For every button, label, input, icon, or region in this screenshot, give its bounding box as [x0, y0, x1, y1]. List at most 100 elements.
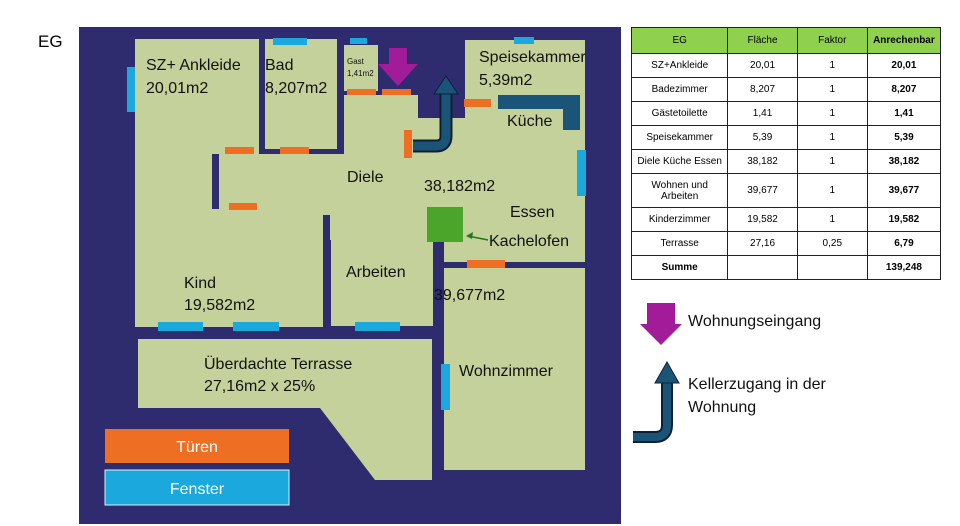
window-wohnzimmer [441, 364, 450, 410]
legend-windows-swatch [104, 469, 290, 506]
floor-label: EG [38, 32, 63, 51]
table-row: Kinderzimmer 19,582 1 19,582 [630, 207, 942, 232]
room-gast [344, 45, 378, 91]
door-sz [225, 147, 254, 154]
room-kind [135, 209, 323, 327]
door-entrance [382, 89, 411, 95]
room-diele-kueche-essen [219, 95, 585, 262]
cell-area: 27,16 [727, 231, 798, 256]
cell-room: Speisekammer [630, 125, 729, 150]
room-label-wohnzimmer: Wohnzimmer [459, 363, 554, 380]
cell-room: Gästetoilette [630, 101, 729, 126]
table-row: Diele Küche Essen 38,182 1 38,182 [630, 149, 942, 174]
cell-factor: 1 [796, 77, 868, 102]
window-arbeiten [355, 322, 400, 331]
room-label-arbeiten: Arbeiten [346, 264, 406, 281]
cellar-legend-arrow-icon [633, 381, 671, 441]
cell-sum-area [727, 255, 798, 280]
cell-area: 1,41 [727, 101, 798, 126]
table-row: Badezimmer 8,207 1 8,207 [630, 77, 942, 102]
cell-room: Badezimmer [630, 77, 729, 102]
door-gast [347, 89, 376, 95]
cell-room: Kinderzimmer [630, 207, 729, 232]
table-header-eg: EG [630, 27, 729, 54]
window-sz [127, 67, 135, 112]
table-header-faktor: Faktor [796, 27, 868, 54]
cell-creditable: 38,182 [866, 149, 942, 174]
kachelofen-label: Kachelofen [489, 233, 569, 250]
room-speisekammer [465, 40, 585, 95]
room-label-sz: SZ+ Ankleide [146, 57, 241, 74]
legend-entrance-label: Wohnungseingang [688, 313, 822, 330]
legend-icons [633, 303, 682, 443]
table-sum-row: Summe 139,248 [630, 255, 942, 280]
cell-creditable: 6,79 [866, 231, 942, 256]
cell-area: 38,182 [727, 149, 798, 174]
door-keller [404, 130, 412, 158]
room-wohnzimmer [444, 268, 585, 470]
cell-factor: 1 [796, 173, 868, 208]
legend-cellar-label-line1: Kellerzugang in der [688, 376, 826, 393]
cell-room: Terrasse [630, 231, 729, 256]
room-label-kind: Kind [184, 275, 216, 292]
cell-creditable: 20,01 [866, 53, 942, 78]
table-row: Speisekammer 5,39 1 5,39 [630, 125, 942, 150]
door-wohnen [467, 260, 505, 268]
table-header-anrechenbar: Anrechenbar [866, 27, 942, 54]
room-terrasse [138, 339, 432, 480]
cellar-arrow-icon [413, 92, 451, 151]
room-sz-ankleide [135, 39, 259, 154]
room-bad [265, 39, 337, 149]
floor-plan: SZ+ Ankleide 20,01m2 Bad 8,207m2 Gast 1,… [79, 27, 621, 524]
cell-creditable: 8,207 [866, 77, 942, 102]
table-row: Wohnen und Arbeiten 39,677 1 39,677 [630, 173, 942, 208]
cell-area: 20,01 [727, 53, 798, 78]
room-label-bad: Bad [265, 57, 293, 74]
room-area-diele: 38,182m2 [424, 178, 495, 195]
room-area-bad: 8,207m2 [265, 80, 327, 97]
cell-factor: 1 [796, 125, 868, 150]
room-area-wohnen: 39,677m2 [434, 287, 505, 304]
window-kind-2 [233, 322, 279, 331]
cellar-legend-arrow-head [654, 360, 680, 384]
room-area-speisekammer: 5,39m2 [479, 72, 532, 89]
cell-factor: 1 [796, 149, 868, 174]
door-speisekammer [464, 99, 491, 107]
room-label-diele: Diele [347, 169, 384, 186]
entrance-legend-arrow-icon [640, 303, 682, 345]
room-label-speisekammer: Speisekammer [479, 49, 586, 66]
cell-room: Diele Küche Essen [630, 149, 729, 174]
room-label-essen: Essen [510, 204, 554, 221]
cell-area: 39,677 [727, 173, 798, 208]
window-speisekammer [514, 37, 534, 44]
cell-creditable: 19,582 [866, 207, 942, 232]
table-row: Gästetoilette 1,41 1 1,41 [630, 101, 942, 126]
table-row: SZ+Ankleide 20,01 1 20,01 [630, 53, 942, 78]
window-bad [273, 38, 307, 45]
legend-windows-label: Fenster [170, 481, 225, 498]
window-kind-1 [158, 322, 203, 331]
table-header-row: EG Fläche Faktor Anrechenbar [630, 27, 942, 54]
window-gast [350, 38, 367, 44]
cell-factor: 1 [796, 101, 868, 126]
room-area-sz: 20,01m2 [146, 80, 208, 97]
cell-factor: 1 [796, 207, 868, 232]
cell-creditable: 5,39 [866, 125, 942, 150]
cell-area: 19,582 [727, 207, 798, 232]
door-kind [229, 203, 257, 210]
kitchen-counter [498, 95, 580, 130]
room-area-kind: 19,582m2 [184, 297, 255, 314]
cell-factor: 0,25 [796, 231, 868, 256]
area-table: EG Fläche Faktor Anrechenbar SZ+Ankleide… [630, 27, 942, 280]
cell-area: 5,39 [727, 125, 798, 150]
cell-sum-label: Summe [630, 255, 729, 280]
legend-doors-label: Türen [176, 439, 218, 456]
legend-cellar-label-line2: Wohnung [688, 399, 757, 416]
kachelofen-pointer-head [466, 232, 473, 239]
cell-area: 8,207 [727, 77, 798, 102]
room-label-kueche: Küche [507, 113, 552, 130]
cell-room: SZ+Ankleide [630, 53, 729, 78]
kachelofen-stove [427, 207, 463, 242]
cellar-legend-arrow-outline [633, 381, 673, 443]
room-label-gast: Gast [347, 57, 365, 66]
